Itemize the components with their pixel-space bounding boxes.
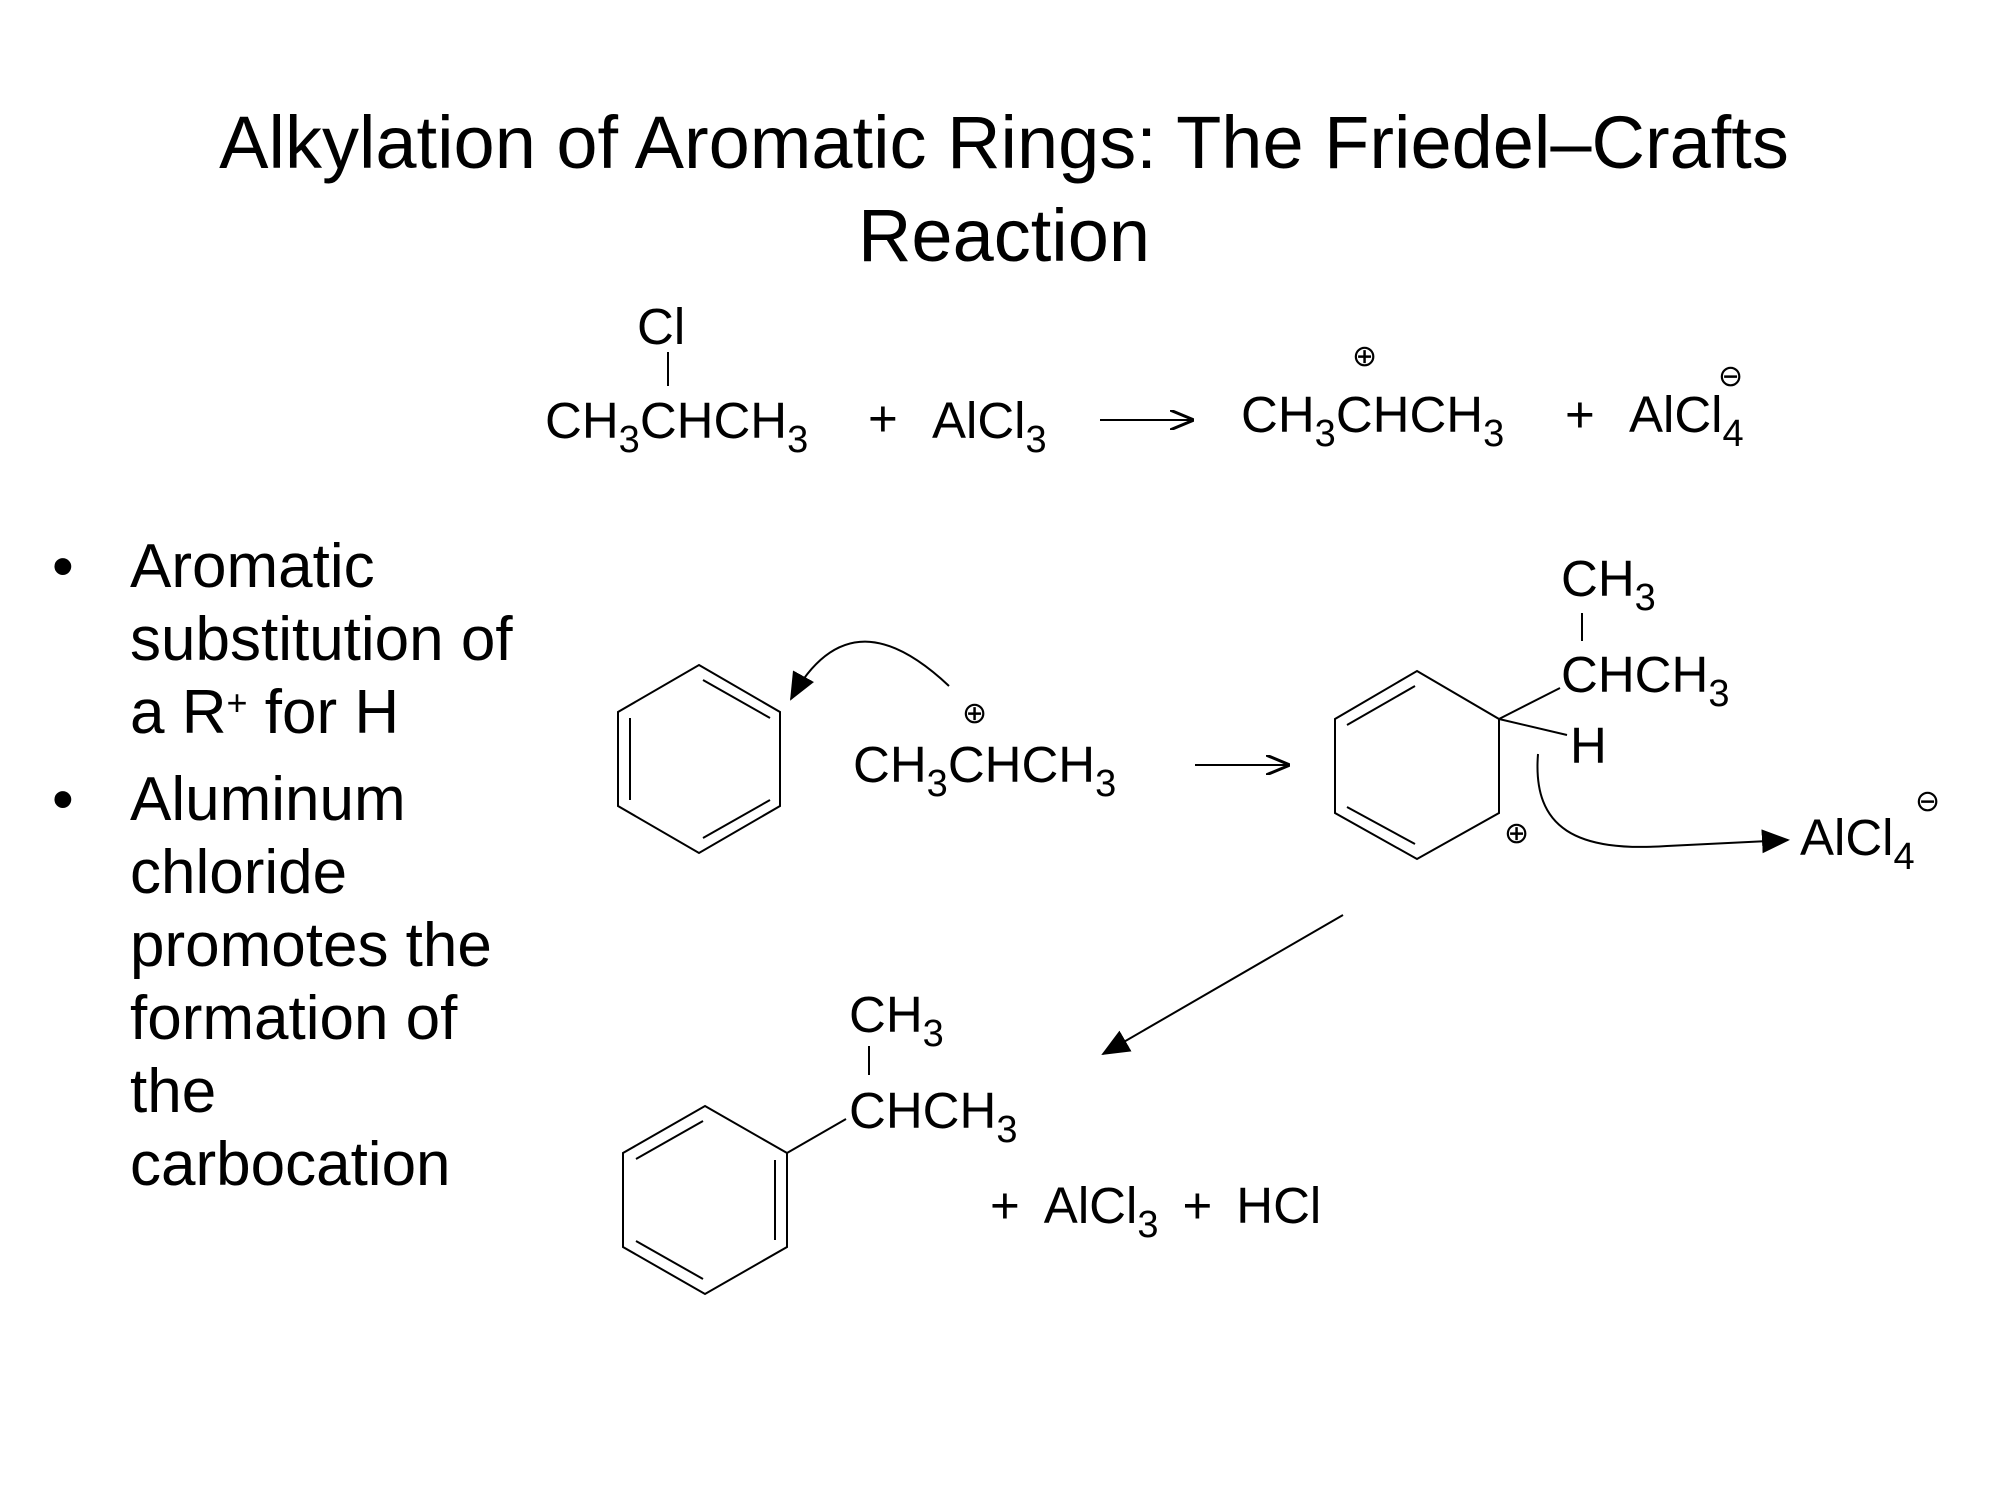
methyl-group: CH3 <box>849 986 944 1055</box>
tetrachloroaluminate: AlCl4 <box>1800 809 1915 878</box>
bullet-list: • Aromatic substitution of a R+ for H • … <box>52 532 513 1199</box>
tetrachloroaluminate: AlCl4 <box>1629 386 1744 455</box>
slide-title-line1: Alkylation of Aromatic Rings: The Friede… <box>219 101 1789 184</box>
positive-charge: ⊕ <box>1504 817 1529 850</box>
positive-charge: ⊕ <box>1352 340 1377 373</box>
bullet-marker: • <box>52 765 74 834</box>
bullet-text: substitution of <box>130 605 513 674</box>
bullet-text: a R+ for H <box>130 678 399 747</box>
curved-arrow <box>1536 753 1790 854</box>
curved-arrow <box>790 640 950 701</box>
bullet-text: the <box>130 1057 216 1126</box>
benzene-ring <box>617 663 781 855</box>
chlorine-label: Cl <box>637 298 685 355</box>
isopropyl-cation: CH3CHCH3 <box>853 736 1116 805</box>
chch3-group: CHCH3 <box>1561 646 1729 715</box>
isopropyl-chloride: CH3CHCH3 <box>545 392 808 461</box>
positive-charge: ⊕ <box>962 697 987 730</box>
plus: + <box>868 390 898 447</box>
chch3-group: CHCH3 <box>849 1082 1017 1151</box>
bullet-text: formation of <box>130 984 458 1053</box>
aluminum-chloride: AlCl3 <box>932 392 1047 461</box>
bullet-text: Aluminum <box>130 765 406 834</box>
negative-charge: ⊖ <box>1915 785 1940 818</box>
methyl-group: CH3 <box>1561 550 1656 619</box>
isopropyl-cation: CH3CHCH3 <box>1241 386 1504 455</box>
bullet-text: promotes the <box>130 911 492 980</box>
bullet-text: carbocation <box>130 1130 451 1199</box>
plus: + <box>1565 386 1595 443</box>
hydrogen-label: H <box>1570 717 1607 774</box>
sigma-complex-ring <box>1334 613 1583 861</box>
bullet-text: Aromatic <box>130 532 375 601</box>
byproducts: +AlCl3+HCl <box>990 1177 1321 1246</box>
bullet-text: chloride <box>130 838 347 907</box>
diagonal-arrow <box>1101 914 1344 1056</box>
cumene-ring <box>622 1046 870 1296</box>
bullet-marker: • <box>52 532 74 601</box>
slide-title-line2: Reaction <box>858 194 1150 277</box>
negative-charge: ⊖ <box>1718 360 1743 393</box>
equation-carbocation-formation: Cl CH3CHCH3 + AlCl3 ⊕ CH3CHCH3 + AlCl4 ⊖ <box>545 298 1744 461</box>
